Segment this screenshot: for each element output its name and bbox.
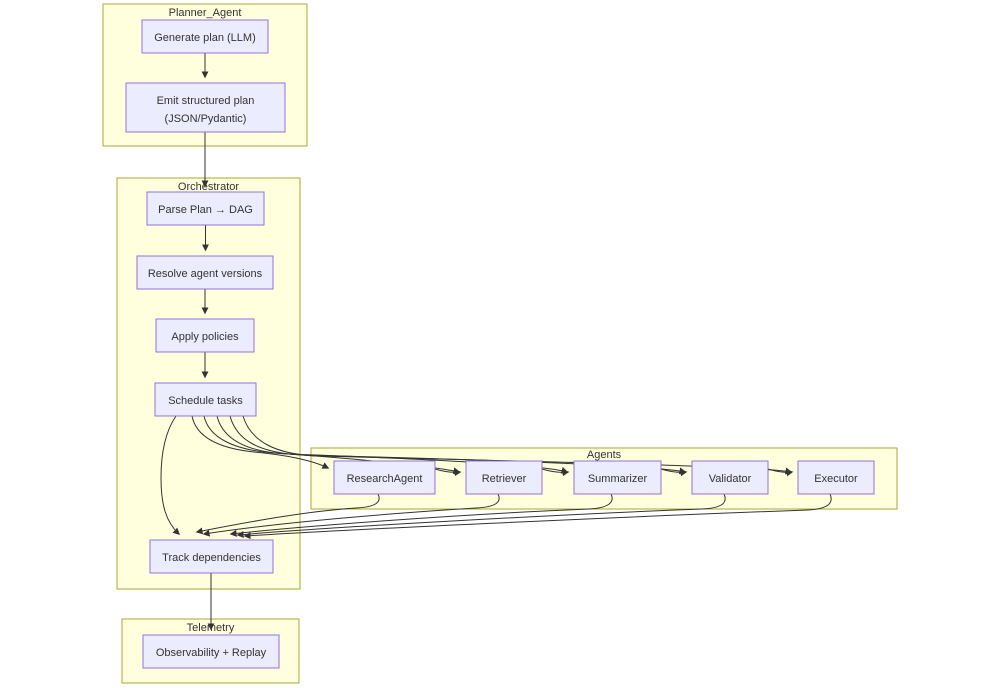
node-parse-plan-label: Parse Plan → DAG bbox=[158, 204, 253, 216]
edge-validator-to-executor bbox=[767, 468, 794, 477]
node-validator-label: Validator bbox=[709, 473, 752, 485]
node-validator-box bbox=[691, 460, 769, 495]
subgraph-planner-agent-label: Planner_Agent bbox=[169, 7, 242, 19]
edge-executor-to-track-dependencies bbox=[243, 493, 832, 540]
node-observability-label: Observability + Replay bbox=[156, 647, 267, 659]
node-generate-plan-label: Generate plan (LLM) bbox=[154, 32, 256, 44]
node-observability: Observability + Replay bbox=[142, 634, 280, 669]
node-validator: Validator bbox=[691, 460, 769, 495]
node-resolve-versions-box bbox=[136, 255, 274, 290]
edge-retriever-to-track-dependencies bbox=[202, 493, 500, 537]
node-summarizer-label: Summarizer bbox=[588, 473, 648, 485]
node-schedule-tasks: Schedule tasks bbox=[154, 382, 257, 417]
node-executor-label: Executor bbox=[814, 473, 858, 485]
edge-research-agent-to-retriever bbox=[434, 468, 462, 477]
node-retriever-label: Retriever bbox=[482, 473, 527, 485]
node-track-dependencies: Track dependencies bbox=[149, 539, 274, 574]
edge-retriever-to-summarizer bbox=[541, 468, 570, 477]
node-research-agent-box bbox=[333, 460, 436, 495]
node-emit-plan: Emit structured plan (JSON/Pydantic) bbox=[125, 82, 286, 133]
edge-research-agent-to-track-dependencies bbox=[195, 493, 380, 535]
node-retriever-box bbox=[465, 460, 543, 495]
node-track-dependencies-label: Track dependencies bbox=[162, 552, 261, 564]
node-generate-plan: Generate plan (LLM) bbox=[141, 19, 269, 54]
node-summarizer-box bbox=[573, 460, 662, 495]
node-parse-plan-box bbox=[146, 191, 265, 226]
subgraph-agents-label: Agents bbox=[587, 449, 622, 461]
edge-summarizer-to-validator bbox=[660, 468, 688, 477]
subgraph-orchestrator-label: Orchestrator bbox=[178, 181, 239, 193]
node-emit-plan-label-line2: (JSON/Pydantic) bbox=[165, 113, 247, 125]
node-resolve-versions-label: Resolve agent versions bbox=[148, 268, 263, 280]
edge-schedule-tasks-to-research-agent bbox=[191, 415, 330, 469]
node-retriever: Retriever bbox=[465, 460, 543, 495]
node-apply-policies-label: Apply policies bbox=[171, 331, 239, 343]
node-executor-box bbox=[797, 460, 875, 495]
node-schedule-tasks-label: Schedule tasks bbox=[168, 395, 243, 407]
node-research-agent: ResearchAgent bbox=[333, 460, 436, 495]
node-apply-policies-box bbox=[155, 318, 255, 353]
edge-summarizer-to-track-dependencies bbox=[229, 493, 613, 537]
node-executor: Executor bbox=[797, 460, 875, 495]
node-generate-plan-box bbox=[141, 19, 269, 54]
subgraph-telemetry-label: Telemetry bbox=[187, 622, 235, 634]
node-emit-plan-label-line1: Emit structured plan bbox=[157, 95, 255, 107]
node-summarizer: Summarizer bbox=[573, 460, 662, 495]
node-emit-plan-box bbox=[125, 82, 286, 133]
node-apply-policies: Apply policies bbox=[155, 318, 255, 353]
node-track-dependencies-box bbox=[149, 539, 274, 574]
node-observability-box bbox=[142, 634, 280, 669]
node-resolve-versions: Resolve agent versions bbox=[136, 255, 274, 290]
node-schedule-tasks-box bbox=[154, 382, 257, 417]
edge-schedule-tasks-to-track-dependencies bbox=[160, 415, 181, 535]
node-research-agent-label: ResearchAgent bbox=[347, 473, 423, 485]
edge-validator-to-track-dependencies bbox=[236, 493, 726, 538]
node-parse-plan: Parse Plan → DAG bbox=[146, 191, 265, 226]
